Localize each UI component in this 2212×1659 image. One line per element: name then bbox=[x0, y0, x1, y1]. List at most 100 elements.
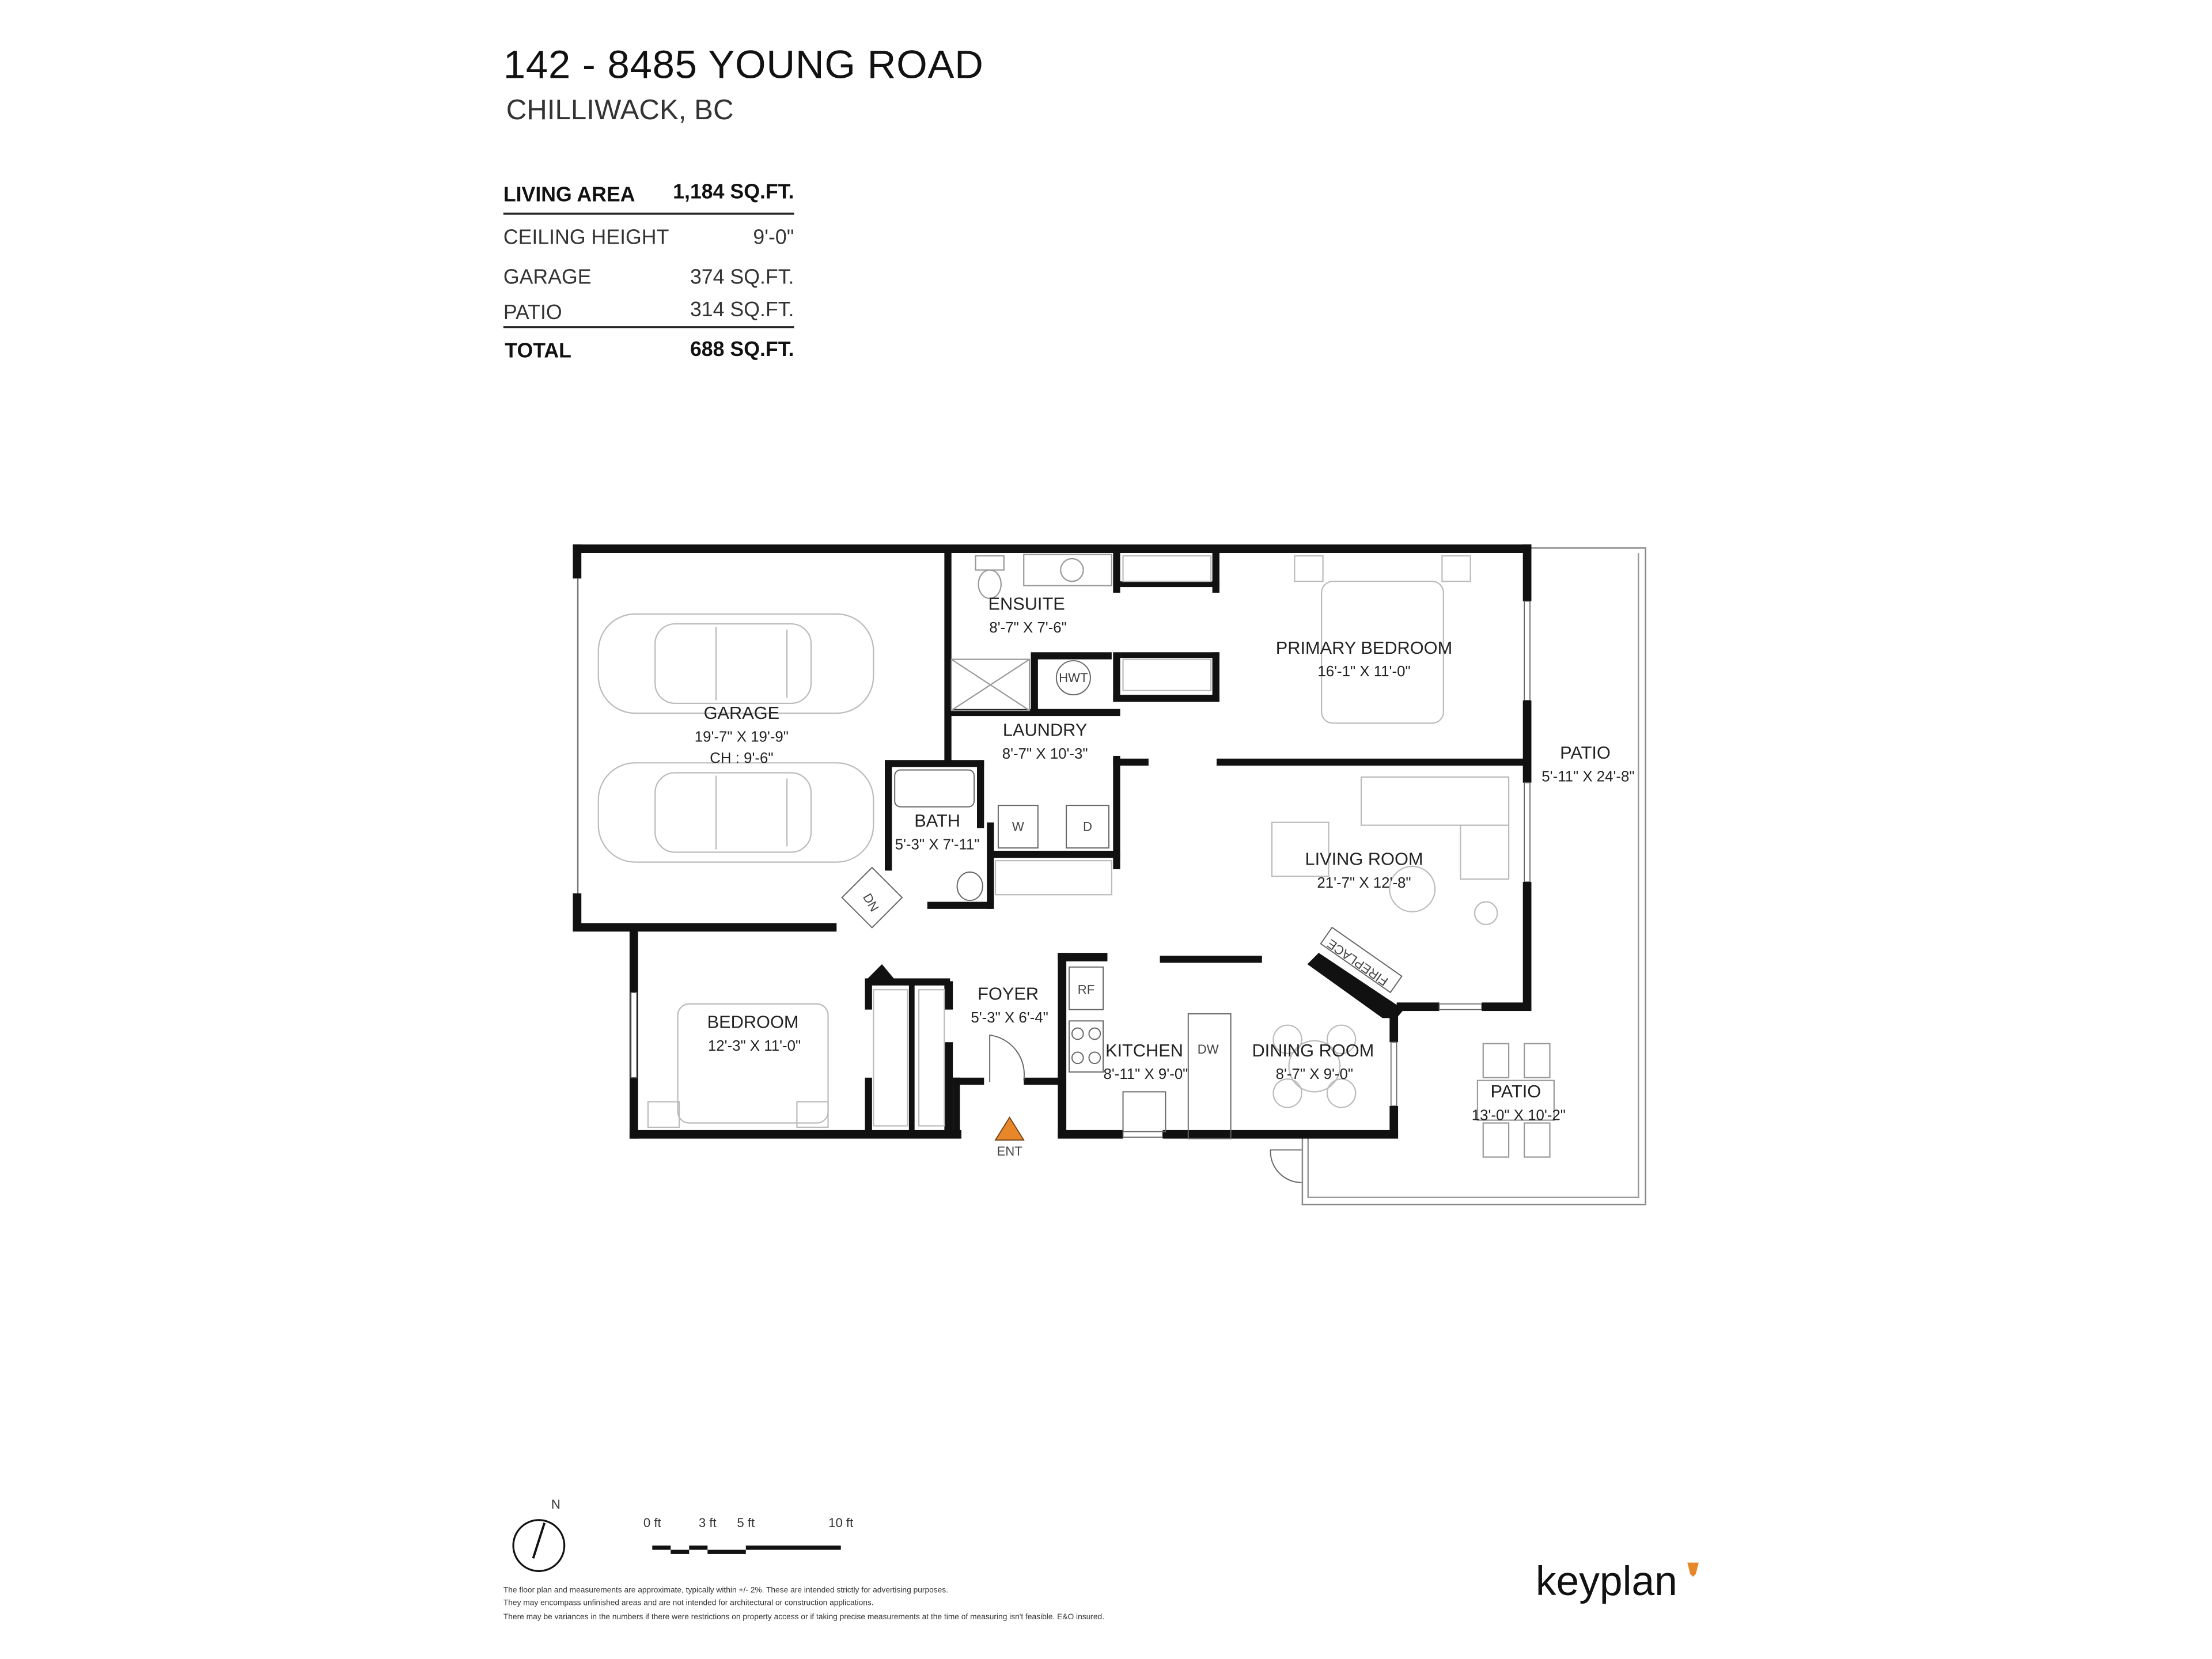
scale-tick-10: 10 ft bbox=[828, 1516, 853, 1530]
entrance-label: ENT bbox=[997, 1144, 1022, 1158]
svg-text:GARAGE: GARAGE bbox=[704, 703, 780, 723]
floor-plan: HWT W D DN bbox=[573, 544, 1646, 1206]
area-table: LIVING AREA 1,184 SQ.FT. CEILING HEIGHT … bbox=[503, 180, 794, 362]
patio-area-value: 314 SQ.FT. bbox=[690, 298, 794, 321]
patio-furniture-icon bbox=[1476, 1043, 1555, 1158]
svg-text:5'-3" X 6'-4": 5'-3" X 6'-4" bbox=[971, 1010, 1048, 1026]
svg-text:PATIO: PATIO bbox=[1560, 743, 1611, 763]
svg-text:BEDROOM: BEDROOM bbox=[707, 1012, 799, 1032]
toilet-icon bbox=[975, 555, 1005, 599]
shower-icon bbox=[950, 658, 1031, 711]
sofa-icon bbox=[1360, 776, 1510, 880]
svg-text:12'-3" X 11'-0": 12'-3" X 11'-0" bbox=[708, 1038, 801, 1054]
room-label-rear-patio: PATIO 13'-0" X 10'-2" bbox=[1472, 1081, 1566, 1123]
svg-text:8'-7" X 7'-6": 8'-7" X 7'-6" bbox=[989, 620, 1066, 636]
room-label-side-patio: PATIO 5'-11" X 24'-8" bbox=[1541, 743, 1634, 785]
svg-text:8'-7" X 9'-0": 8'-7" X 9'-0" bbox=[1276, 1066, 1353, 1082]
svg-text:CH : 9'-6": CH : 9'-6" bbox=[710, 750, 773, 766]
room-label-kitchen: KITCHEN 8'-11" X 9'-0" bbox=[1103, 1040, 1188, 1082]
room-label-dining-room: DINING ROOM 8'-7" X 9'-0" bbox=[1252, 1040, 1374, 1082]
svg-text:21'-7" X 12'-8": 21'-7" X 12'-8" bbox=[1317, 875, 1411, 891]
room-label-bedroom: BEDROOM 12'-3" X 11'-0" bbox=[707, 1012, 801, 1054]
fox-icon bbox=[1687, 1562, 1699, 1577]
dryer-label: D bbox=[1083, 819, 1092, 834]
disclaimer-line-3: There may be variances in the numbers if… bbox=[503, 1612, 1104, 1621]
total-value: 688 SQ.FT. bbox=[690, 338, 794, 361]
scale-tick-5: 5 ft bbox=[737, 1516, 755, 1530]
room-label-ensuite: ENSUITE 8'-7" X 7'-6" bbox=[988, 593, 1067, 635]
dining-table-icon bbox=[1272, 1024, 1357, 1108]
svg-text:ENSUITE: ENSUITE bbox=[988, 593, 1065, 613]
room-label-laundry: LAUNDRY 8'-7" X 10'-3" bbox=[1002, 720, 1088, 762]
kitchen-island-icon bbox=[1187, 1013, 1232, 1139]
entrance-marker: ENT bbox=[994, 1116, 1025, 1158]
door-icon bbox=[989, 1034, 1302, 1183]
compass: N bbox=[512, 1497, 566, 1572]
stairs-dn-label: DN bbox=[860, 891, 882, 914]
svg-text:5'-11" X 24'-8": 5'-11" X 24'-8" bbox=[1541, 768, 1634, 785]
svg-text:8'-7" X 10'-3": 8'-7" X 10'-3" bbox=[1002, 746, 1088, 762]
compass-icon bbox=[512, 1519, 566, 1572]
armchair-icon bbox=[1271, 821, 1330, 877]
keyplan-logo: keyplan bbox=[1536, 1558, 1699, 1604]
garage-area-label: GARAGE bbox=[503, 265, 592, 288]
dryer-icon bbox=[1066, 805, 1109, 849]
dishwasher-label: DW bbox=[1198, 1042, 1219, 1056]
coffee-table-icon bbox=[1389, 865, 1436, 912]
svg-text:19'-7" X 19'-9": 19'-7" X 19'-9" bbox=[695, 729, 789, 745]
svg-text:16'-1" X 11'-0": 16'-1" X 11'-0" bbox=[1317, 664, 1410, 680]
room-label-bath: BATH 5'-3" X 7'-11" bbox=[895, 810, 980, 853]
scale-bar: 0 ft 3 ft 5 ft 10 ft bbox=[643, 1516, 853, 1554]
room-label-living-room: LIVING ROOM 21'-7" X 12'-8" bbox=[1305, 849, 1423, 891]
disclaimer-line-2: They may encompass unfinished areas and … bbox=[503, 1598, 874, 1607]
living-area-value: 1,184 SQ.FT. bbox=[673, 180, 794, 203]
ceiling-height-value: 9'-0" bbox=[753, 225, 794, 248]
city-subtitle: CHILLIWACK, BC bbox=[506, 94, 734, 126]
scale-tick-0: 0 ft bbox=[643, 1516, 661, 1530]
living-area-label: LIVING AREA bbox=[503, 183, 635, 206]
svg-text:PRIMARY BEDROOM: PRIMARY BEDROOM bbox=[1276, 638, 1452, 658]
patio-outline bbox=[1301, 547, 1646, 1206]
fridge-label: RF bbox=[1078, 983, 1095, 997]
address-title: 142 - 8485 YOUNG ROAD bbox=[503, 42, 984, 86]
compass-north-label: N bbox=[551, 1497, 560, 1512]
svg-text:PATIO: PATIO bbox=[1491, 1081, 1541, 1101]
bathtub-icon bbox=[894, 769, 975, 808]
car-icon bbox=[597, 762, 874, 863]
fridge-icon bbox=[1069, 966, 1104, 1010]
disclaimer-line-1: The floor plan and measurements are appr… bbox=[503, 1585, 948, 1594]
lamp-icon bbox=[1474, 901, 1498, 926]
brand-wordmark: keyplan bbox=[1536, 1558, 1677, 1604]
room-label-foyer: FOYER 5'-3" X 6'-4" bbox=[971, 983, 1048, 1025]
table-divider bbox=[503, 213, 794, 215]
table-divider bbox=[503, 326, 794, 328]
garage-area-value: 374 SQ.FT. bbox=[690, 265, 794, 288]
water-heater-icon bbox=[1055, 660, 1091, 696]
stove-icon bbox=[1069, 1020, 1104, 1073]
disclaimer: The floor plan and measurements are appr… bbox=[503, 1585, 1104, 1621]
car-icon bbox=[597, 613, 874, 714]
entrance-arrow-icon bbox=[994, 1116, 1025, 1141]
svg-text:LAUNDRY: LAUNDRY bbox=[1003, 720, 1087, 740]
svg-text:LIVING ROOM: LIVING ROOM bbox=[1305, 849, 1423, 869]
closet-icon bbox=[873, 555, 1212, 1127]
kitchen-sink-icon bbox=[1122, 1091, 1166, 1132]
svg-text:DINING ROOM: DINING ROOM bbox=[1252, 1040, 1374, 1060]
walls bbox=[573, 544, 1532, 1139]
bath-sink-icon bbox=[956, 871, 983, 902]
washer-label: W bbox=[1012, 819, 1024, 834]
sink-icon bbox=[1023, 554, 1112, 586]
bed-icon bbox=[647, 1003, 829, 1128]
svg-text:5'-3" X 7'-11": 5'-3" X 7'-11" bbox=[895, 836, 980, 853]
total-label: TOTAL bbox=[505, 339, 571, 362]
room-label-primary-bedroom: PRIMARY BEDROOM 16'-1" X 11'-0" bbox=[1276, 638, 1452, 680]
washer-icon bbox=[997, 805, 1039, 849]
patio-area-label: PATIO bbox=[503, 301, 562, 324]
svg-text:8'-11" X 9'-0": 8'-11" X 9'-0" bbox=[1103, 1066, 1188, 1082]
stairs-down-icon: DN bbox=[841, 866, 903, 929]
scale-tick-3: 3 ft bbox=[699, 1516, 717, 1530]
room-label-garage: GARAGE 19'-7" X 19'-9" CH : 9'-6" bbox=[695, 703, 789, 766]
hwt-label: HWT bbox=[1059, 671, 1088, 685]
svg-text:BATH: BATH bbox=[914, 810, 960, 831]
